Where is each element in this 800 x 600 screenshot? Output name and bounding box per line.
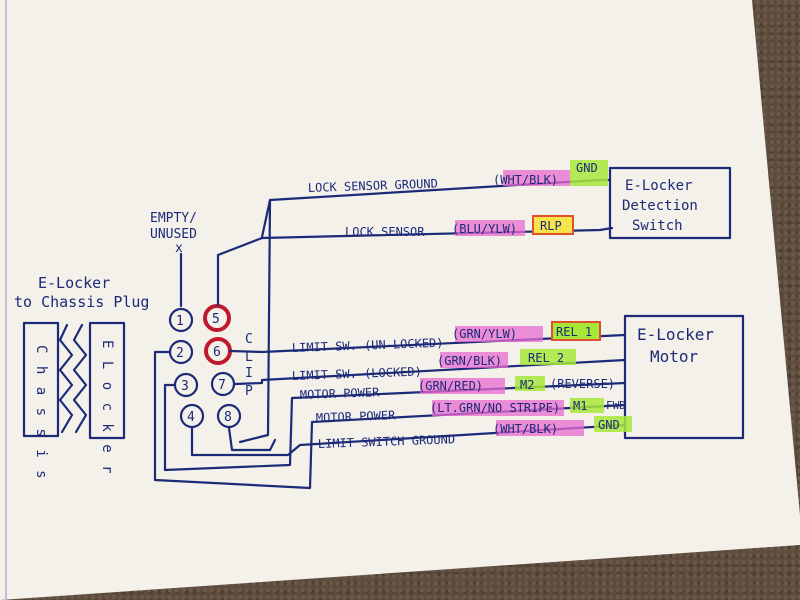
clip-label: C L I P (245, 332, 253, 399)
wire7-label: LIMIT SWITCH GROUND (318, 432, 456, 451)
wire5-color-highlight (420, 378, 505, 394)
wire2-label: LOCK SENSOR (345, 225, 425, 239)
svg-text:L: L (245, 350, 253, 365)
wire2-dest-highlight (532, 215, 574, 235)
wire-motor-power-reverse (163, 381, 627, 472)
wire-ground-return (238, 198, 272, 444)
wire2-dest: RLP (540, 219, 562, 233)
elocker-half-box (88, 321, 126, 440)
wire1-label: LOCK SENSOR GROUND (308, 176, 438, 195)
wire5-dest-highlight (515, 376, 545, 391)
motor-box-line-1: E-Locker (637, 325, 714, 344)
wire3-color: (GRN/YLW) (452, 327, 517, 341)
elocker-label: E L o c k e r (99, 340, 115, 476)
wire1-dest-highlight (570, 160, 608, 186)
title-line-2: to Chassis Plug (14, 293, 149, 311)
svg-text:I: I (245, 366, 253, 381)
pin-6-label: 6 (213, 345, 221, 360)
wire-pin8-jumper (227, 426, 277, 452)
pin-4-label: 4 (187, 410, 195, 425)
wire3-color-highlight (455, 326, 543, 342)
wire5-label: MOTOR POWER (300, 385, 381, 402)
wire4-label: LIMIT SW. (LOCKED) (292, 364, 422, 383)
pin-8-label: 8 (224, 410, 232, 425)
wire3-dest: REL 1 (556, 325, 592, 339)
wire-motor-power-fwd (153, 350, 627, 490)
motor-box (623, 314, 745, 440)
motor-box-line-2: Motor (650, 347, 699, 366)
wire4-dest: REL 2 (528, 351, 564, 365)
wire-limit-switch-ground (190, 423, 627, 457)
plug-zigzag-right (72, 323, 88, 434)
wire6-dest: M1 (573, 399, 587, 413)
wire2-color-highlight (455, 220, 525, 236)
detection-box-line-1: E-Locker (625, 178, 692, 194)
svg-text:C: C (245, 332, 253, 347)
pin-7-label: 7 (218, 378, 226, 393)
pin-5-label: 5 (212, 312, 220, 327)
detection-box-line-3: Switch (632, 218, 683, 234)
svg-text:P: P (245, 384, 253, 399)
wire7-color-highlight (496, 420, 584, 436)
wire6-note: FWD (606, 399, 626, 412)
pin-5 (203, 304, 231, 332)
pin-1 (168, 307, 194, 333)
x-mark: x (175, 241, 183, 256)
chassis-half-box (22, 321, 60, 438)
pin-2-label: 2 (176, 346, 184, 361)
wire6-color-highlight (432, 400, 564, 416)
wire1-dest: GND (576, 161, 598, 175)
detection-switch-box (608, 166, 732, 240)
detection-box-line-2: Detection (622, 198, 698, 214)
wire6-label: MOTOR POWER (316, 408, 397, 425)
wire7-dest-highlight (594, 416, 632, 432)
empty-label: EMPTY/ (150, 211, 197, 226)
wire2-color: (BLU/YLW) (452, 222, 517, 236)
wire7-color: (WHT/BLK) (493, 422, 558, 436)
wire5-note: (REVERSE) (550, 377, 615, 391)
title-line-1: E-Locker (38, 274, 110, 292)
wire6-color: (LT.GRN/NO STRIPE) (430, 401, 560, 415)
wire6-dest-highlight (570, 398, 604, 413)
wire4-dest-highlight (520, 349, 576, 365)
pin-1-label: 1 (176, 314, 184, 329)
wire1-color-highlight (503, 170, 570, 186)
pin-3-label: 3 (181, 379, 189, 394)
wire5-dest: M2 (520, 378, 534, 392)
wire1-color: (WHT/BLK) (493, 173, 558, 187)
wire3-dest-highlight (551, 321, 601, 341)
plug-zigzag-left (58, 323, 74, 434)
unused-label: UNUSED (150, 227, 197, 242)
connector-pins: 1 2 3 4 5 6 7 8 (168, 304, 242, 429)
wire3-label: LIMIT SW. (UN-LOCKED) (292, 336, 444, 355)
wire-lock-sensor (216, 226, 614, 307)
chassis-label: C h a s s i s (33, 345, 49, 481)
wire7-dest: GND (598, 418, 620, 432)
wire4-color: (GRN/BLK) (437, 354, 502, 368)
wire5-color: (GRN/RED) (418, 379, 483, 393)
wire4-color-highlight (440, 352, 508, 368)
wire-limit-sw-locked (233, 358, 627, 386)
